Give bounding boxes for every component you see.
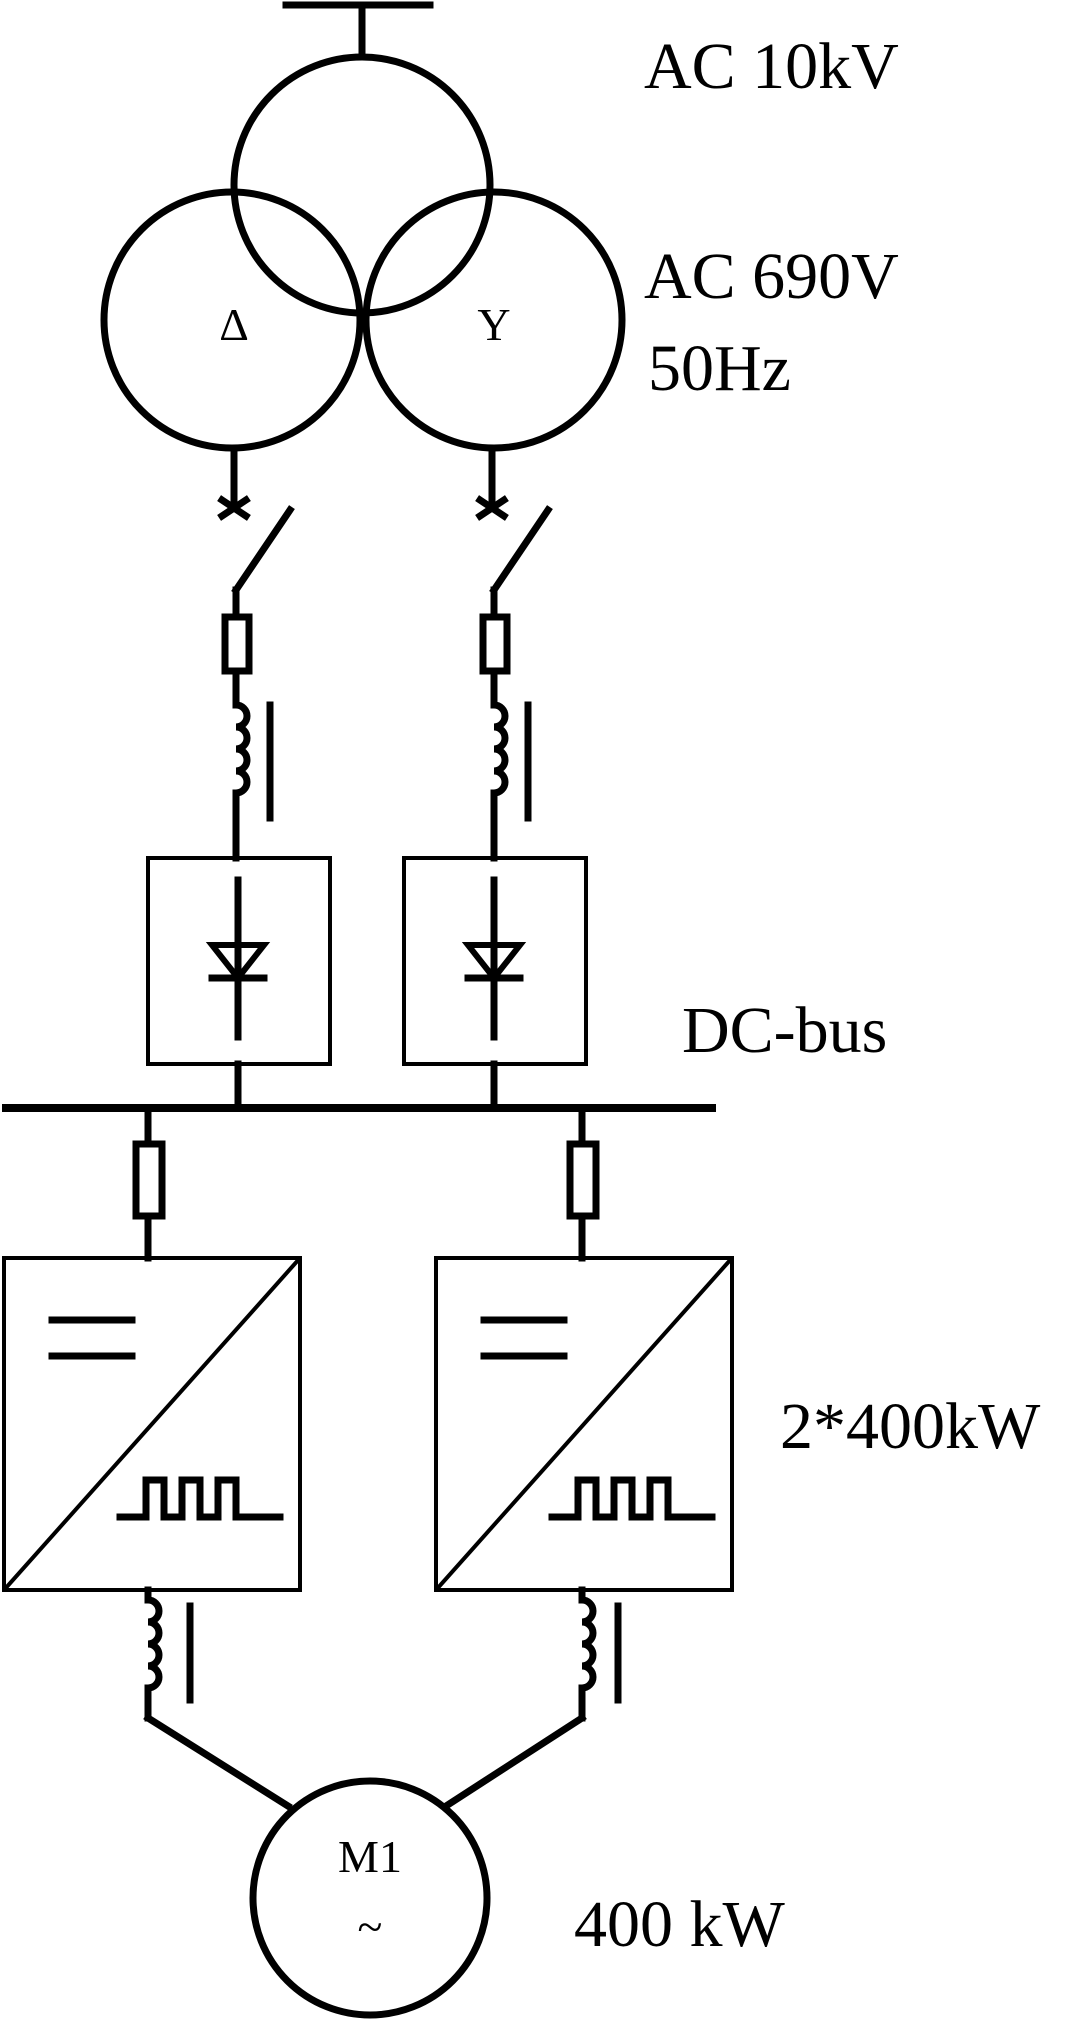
rectifier-branch-1 <box>146 444 332 1112</box>
output-inductor-2 <box>578 1596 597 1692</box>
primary-winding <box>230 53 494 317</box>
label-frequency: 50Hz <box>648 332 791 405</box>
label-motor-rating: 400 kW <box>574 1888 786 1961</box>
breaker-x-1b <box>217 495 251 521</box>
fuse-2 <box>479 613 511 675</box>
inverter-fuse-2 <box>566 1140 600 1220</box>
delta-symbol: Δ <box>219 299 249 350</box>
label-secondary-voltage: AC 690V <box>644 240 899 313</box>
inverter-fuse-1 <box>132 1140 166 1220</box>
inverter-branch-2 <box>434 1104 734 1811</box>
grid-connection <box>282 1 434 61</box>
inverter-diagonal-1 <box>2 1256 302 1592</box>
rectifier-branch-2 <box>402 444 588 1112</box>
inverter-branch-1 <box>2 1104 302 1811</box>
label-dc-bus: DC-bus <box>682 994 887 1067</box>
motor-circle <box>249 1777 491 2019</box>
diode-1 <box>205 942 271 983</box>
inverter-box-1 <box>2 1256 302 1592</box>
motor-ac-symbol: ~ <box>358 1901 383 1952</box>
inductor-2 <box>490 701 509 797</box>
inductor-1 <box>232 701 251 797</box>
breaker-x-2b <box>475 495 509 521</box>
motor: M1 ~ <box>249 1777 491 2019</box>
disconnect-switch-1 <box>231 505 295 595</box>
pwm-symbol-1 <box>116 1476 284 1521</box>
diode-2 <box>461 942 527 983</box>
inverter-diagonal-2 <box>434 1256 734 1592</box>
disconnect-switch-2 <box>489 505 553 595</box>
wye-symbol: Y <box>477 299 510 350</box>
motor-name: M1 <box>338 1831 402 1882</box>
output-inductor-1 <box>144 1596 163 1692</box>
pwm-symbol-2 <box>548 1476 716 1521</box>
three-winding-transformer: Δ Y <box>100 53 626 452</box>
label-inverter-rating: 2*400kW <box>780 1390 1041 1463</box>
label-primary-voltage: AC 10kV <box>644 30 899 103</box>
fuse-1 <box>221 613 253 675</box>
